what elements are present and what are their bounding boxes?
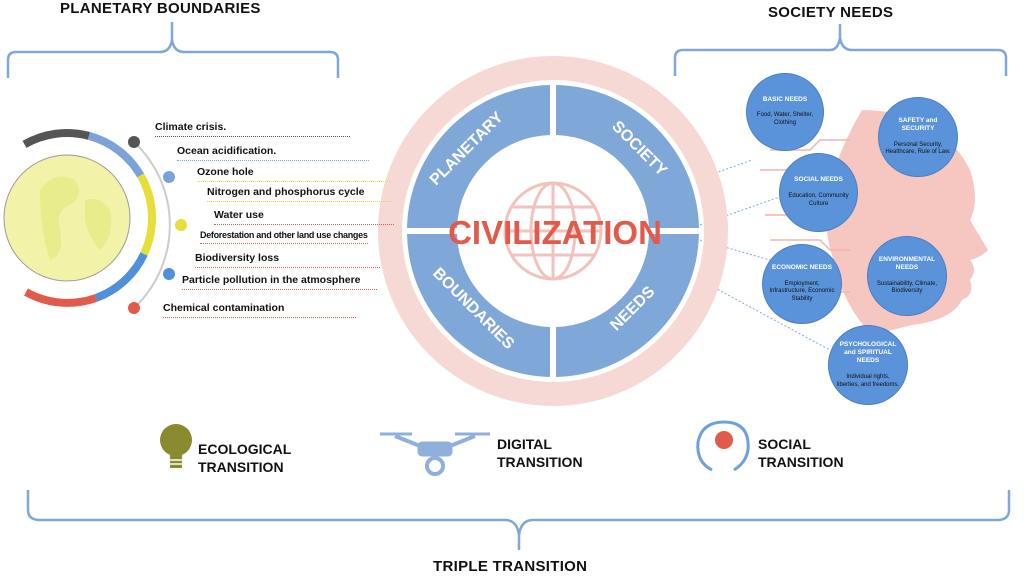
head-brain-icon bbox=[696, 420, 750, 472]
lightbulb-icon bbox=[160, 424, 192, 468]
planetary-boundaries-header: PLANETARY BOUNDARIES bbox=[60, 0, 261, 17]
transition-line2: TRANSITION bbox=[758, 453, 844, 470]
need-desc: Personal Security, Healthcare, Rule of L… bbox=[885, 141, 951, 156]
need-desc: Food, Water, Shelter, Clothing bbox=[756, 112, 814, 127]
need-title: SAFETY and SECURITY bbox=[898, 116, 938, 133]
need-safety: SAFETY and SECURITY Personal Security, He… bbox=[878, 97, 958, 177]
quadrants bbox=[407, 85, 699, 377]
transition-line2: TRANSITION bbox=[497, 453, 583, 470]
society-bracket bbox=[673, 24, 1008, 76]
boundary-chemical: Chemical contamination bbox=[163, 302, 356, 318]
need-title: BASIC NEEDS bbox=[762, 95, 808, 103]
transition-line1: DIGITAL bbox=[497, 436, 552, 452]
dot-lightblue bbox=[163, 171, 175, 183]
boundary-climate: Climate crisis. bbox=[155, 121, 350, 137]
dot-blue bbox=[163, 268, 175, 280]
globe-continents bbox=[40, 176, 112, 260]
society-needs-header: SOCIETY NEEDS bbox=[768, 4, 894, 21]
planetary-bracket bbox=[6, 22, 340, 78]
need-social: SOCIAL NEEDS Education, Community Culture bbox=[779, 153, 858, 232]
need-desc: Sustainability, Climate, Biodiversity bbox=[876, 280, 938, 295]
boundary-ocean: Ocean acidification. bbox=[177, 145, 369, 161]
need-title: SOCIAL NEEDS bbox=[794, 176, 843, 184]
need-psychological: PSYCHOLOGICAL and SPIRITUAL NEEDS Individ… bbox=[828, 325, 908, 405]
boundary-arc bbox=[22, 129, 156, 307]
need-desc: Education, Community Culture bbox=[788, 192, 849, 207]
quadrant-needs bbox=[556, 234, 699, 377]
boundary-particle: Particle pollution in the atmosphere bbox=[182, 274, 377, 290]
need-economic: ECONOMIC NEEDS Employment, Infrastructure… bbox=[762, 244, 842, 324]
quadrant-society bbox=[556, 85, 699, 228]
dot-track bbox=[133, 141, 171, 309]
face-silhouette bbox=[826, 110, 988, 335]
need-title: ECONOMIC NEEDS bbox=[772, 264, 832, 272]
dot-gray bbox=[128, 136, 140, 148]
triple-bracket bbox=[26, 490, 1011, 550]
drone-icon bbox=[380, 432, 490, 476]
civilization-title: CIVILIZATION bbox=[448, 214, 662, 251]
need-basic: BASIC NEEDS Food, Water, Shelter, Clothin… bbox=[746, 73, 824, 151]
outer-ring bbox=[378, 56, 728, 406]
globe bbox=[3, 154, 131, 282]
quadrant-boundaries bbox=[407, 234, 550, 377]
transition-line2: TRANSITION bbox=[198, 458, 284, 475]
quadrant-planetary bbox=[407, 85, 550, 228]
globe-icon bbox=[503, 181, 603, 281]
transition-line1: SOCIAL bbox=[758, 436, 811, 452]
need-title: ENVIRONMENTAL NEEDS bbox=[878, 255, 936, 272]
boundary-biodiversity: Biodiversity loss bbox=[195, 252, 380, 268]
need-title: PSYCHOLOGICAL and SPIRITUAL NEEDS bbox=[839, 340, 897, 365]
need-desc: Individual rights, liberties, and freedo… bbox=[836, 373, 900, 388]
boundary-water: Water use bbox=[214, 209, 394, 225]
need-environmental: ENVIRONMENTAL NEEDS Sustainability, Clima… bbox=[867, 236, 947, 316]
transition-line1: ECOLOGICAL bbox=[198, 441, 292, 457]
need-desc: Employment, Infrastructure, Economic Sta… bbox=[769, 280, 835, 303]
triple-transition-header: TRIPLE TRANSITION bbox=[433, 558, 588, 575]
boundary-deforestation: Deforestation and other land use changes bbox=[200, 230, 368, 244]
dot-yellow bbox=[175, 219, 187, 231]
boundary-nitrogen: Nitrogen and phosphorus cycle bbox=[207, 186, 392, 202]
boundary-ozone: Ozone hole bbox=[197, 166, 390, 182]
dot-red bbox=[128, 302, 140, 314]
